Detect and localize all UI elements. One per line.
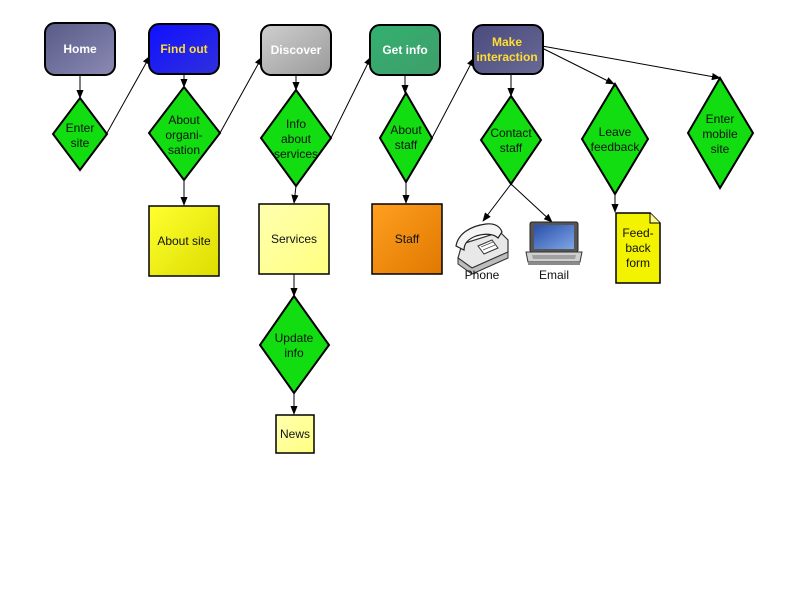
node-label-line-1: Feed- — [622, 226, 653, 240]
node-label-line-2: feedback — [591, 140, 641, 154]
node-staff: Staff — [371, 203, 443, 275]
edge-info-about-services-get-info — [330, 56, 372, 139]
laptop-icon — [525, 221, 583, 265]
edge-enter-site-find-out — [106, 55, 151, 134]
node-discover: Discover — [260, 24, 332, 76]
node-label: Discover — [271, 43, 322, 57]
node-label-line-2: about — [281, 132, 312, 146]
node-label: Phone — [465, 268, 500, 282]
node-label: Find out — [160, 42, 207, 56]
node-enter-mobile-site: Enter mobile site — [686, 76, 755, 190]
edge-about-organisation-discover — [219, 56, 263, 134]
node-label-line-1: Info — [286, 117, 306, 131]
node-enter-site: Enter site — [51, 96, 109, 172]
node-label: Services — [271, 232, 317, 246]
document-fold — [649, 213, 660, 224]
node-label-line-2: back — [625, 241, 651, 255]
node-label-line-1: Update — [275, 331, 314, 345]
node-update-info: Update info — [258, 294, 331, 395]
node-label-line-3: services — [274, 147, 318, 161]
edge-make-interaction-enter-mobile-site — [541, 45, 721, 81]
node-label-line-2: site — [71, 136, 90, 150]
node-label-line-2: staff — [395, 138, 418, 152]
node-label-line-2: organi- — [165, 128, 202, 142]
node-label-line-3: site — [711, 142, 730, 156]
node-label-line-1: Enter — [706, 112, 735, 126]
node-label-line-3: sation — [168, 143, 200, 157]
node-news: News — [275, 414, 315, 454]
node-label-line-2: mobile — [702, 127, 738, 141]
node-label-line-2: info — [284, 346, 304, 360]
node-feedback-form: Feed- back form — [615, 212, 661, 284]
node-find-out: Find out — [148, 23, 220, 75]
node-label-line-1: Enter — [66, 121, 95, 135]
node-phone: Phone — [455, 223, 509, 282]
node-label-line-1: Contact — [490, 126, 532, 140]
node-contact-staff: Contact staff — [479, 94, 543, 186]
node-about-organisation: About organi- sation — [147, 85, 222, 182]
document-shape — [615, 212, 661, 284]
node-label-line-1: About — [390, 123, 422, 137]
node-label-line-3: form — [626, 256, 650, 270]
node-about-site: About site — [148, 205, 220, 277]
node-make-interaction: Make interaction — [472, 24, 544, 75]
node-email: Email — [525, 221, 583, 282]
node-label: Home — [63, 42, 97, 56]
edge-make-interaction-leave-feedback — [541, 47, 615, 85]
node-get-info: Get info — [369, 24, 441, 76]
edges — [76, 45, 721, 415]
node-about-staff: About staff — [378, 91, 434, 184]
node-label: Email — [539, 268, 569, 282]
edge-contact-staff-email — [510, 183, 553, 223]
telephone-icon — [455, 223, 509, 275]
node-info-about-services: Info about services — [259, 88, 333, 188]
node-label-line-2: interaction — [476, 50, 537, 64]
node-label: Get info — [382, 43, 427, 57]
edge-info-about-services-services — [291, 185, 299, 204]
node-services: Services — [258, 203, 330, 275]
node-label-line-2: staff — [500, 141, 523, 155]
node-home: Home — [44, 22, 116, 76]
node-label-line-1: Make — [492, 35, 522, 49]
node-leave-feedback: Leave feedback — [580, 82, 650, 196]
edge-about-staff-make-interaction — [431, 57, 475, 139]
edge-contact-staff-phone — [482, 183, 512, 222]
node-label: Staff — [395, 232, 420, 246]
node-label-line-1: Leave — [599, 125, 632, 139]
node-label: News — [280, 427, 310, 441]
node-label: About site — [157, 234, 211, 248]
node-label-line-1: About — [168, 113, 200, 127]
